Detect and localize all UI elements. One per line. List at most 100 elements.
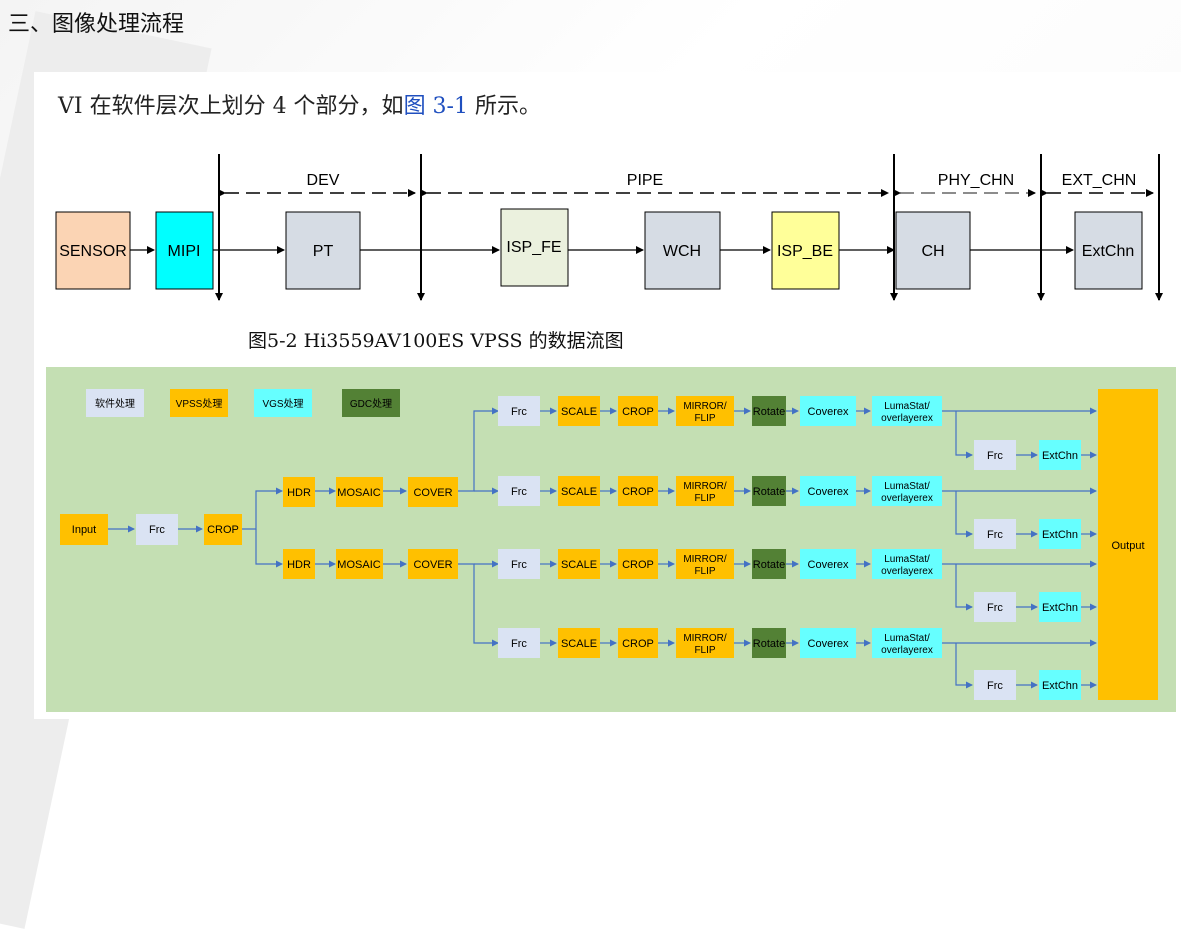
- ch-block: [895, 211, 971, 290]
- frc-label: Frc: [511, 559, 527, 571]
- coverex-label: Coverex: [808, 638, 849, 650]
- extchn-block: [1074, 211, 1143, 290]
- mirror-flip-label-line1: MIRROR/: [683, 633, 727, 644]
- isp-be-block: [771, 211, 840, 290]
- frc-label: Frc: [987, 680, 1003, 692]
- crop-label: CROP: [207, 524, 239, 536]
- output-block: [1098, 389, 1158, 700]
- scale-block: [558, 549, 600, 579]
- scale-block: [558, 396, 600, 426]
- crop-block: [618, 476, 658, 506]
- crop-label: CROP: [622, 406, 654, 418]
- figure-caption: 图5-2 Hi3559AV100ES VPSS 的数据流图: [248, 330, 624, 352]
- pt-block: [285, 211, 361, 290]
- extchn-label: ExtChn: [1042, 680, 1078, 692]
- scale-block: [558, 628, 600, 658]
- legend-vgs-swatch: [254, 389, 312, 417]
- legend-software: 软件处理: [95, 397, 135, 410]
- mirror-flip-label-line1: MIRROR/: [683, 481, 727, 492]
- frc-block: [136, 514, 178, 545]
- lumastat-block: [872, 396, 942, 426]
- mosaic-block: [336, 477, 383, 507]
- frc-label: Frc: [987, 529, 1003, 541]
- intro-suffix: 所示。: [467, 94, 541, 119]
- lumastat-block: [872, 628, 942, 658]
- intro-text: VI 在软件层次上划分 4 个部分，如图 3-1 所示。: [58, 88, 541, 120]
- mipi-label: MIPI: [168, 243, 201, 260]
- extchn-block: [1039, 592, 1081, 622]
- output-label: Output: [1111, 540, 1144, 552]
- frc-block: [974, 519, 1016, 549]
- rotate-label: Rotate: [753, 559, 785, 571]
- wch-block: [644, 211, 721, 290]
- lumastat-label-line1: LumaStat/: [884, 633, 930, 644]
- isp-fe-label: ISP_FE: [506, 239, 561, 256]
- lumastat-label-line2: overlayerex: [881, 645, 933, 656]
- frc-block: [974, 440, 1016, 470]
- extchn-label: ExtChn: [1042, 529, 1078, 541]
- mipi-block: [155, 211, 214, 290]
- mirror-flip-label-line2: FLIP: [694, 493, 715, 504]
- scale-block: [558, 476, 600, 506]
- lumastat-label-line2: overlayerex: [881, 413, 933, 424]
- frc-label: Frc: [511, 486, 527, 498]
- rotate-label: Rotate: [753, 406, 785, 418]
- frc-label: Frc: [987, 450, 1003, 462]
- coverex-label: Coverex: [808, 406, 849, 418]
- frc-block: [974, 592, 1016, 622]
- legend-vpss: VPSS处理: [176, 398, 223, 410]
- cover-label: COVER: [413, 487, 452, 499]
- mirror-flip-label-line2: FLIP: [694, 645, 715, 656]
- lumastat-label-line2: overlayerex: [881, 493, 933, 504]
- sensor-label: SENSOR: [59, 243, 127, 260]
- ch-label: CH: [921, 243, 944, 260]
- rotate-block: [752, 628, 786, 658]
- lumastat-label-line1: LumaStat/: [884, 401, 930, 412]
- coverex-label: Coverex: [808, 559, 849, 571]
- section-title: 三、图像处理流程: [8, 12, 185, 37]
- lumastat-block: [872, 476, 942, 506]
- document-page: VI 在软件层次上划分 4 个部分，如图 3-1 所示。 DEV PIPE PH…: [34, 72, 1181, 719]
- crop-block: [618, 628, 658, 658]
- coverex-block: [800, 396, 856, 426]
- frc-block: [498, 476, 540, 506]
- rotate-label: Rotate: [753, 638, 785, 650]
- rotate-block: [752, 549, 786, 579]
- lumastat-label-line1: LumaStat/: [884, 481, 930, 492]
- scale-label: SCALE: [561, 406, 597, 418]
- rotate-block: [752, 476, 786, 506]
- lumastat-block: [872, 549, 942, 579]
- hdr-block: [283, 549, 315, 579]
- frc-label: Frc: [987, 602, 1003, 614]
- mirror-flip-block: [676, 396, 734, 426]
- mosaic-label: MOSAIC: [337, 487, 380, 499]
- figure-link[interactable]: 图 3-1: [403, 94, 468, 119]
- vi-layer-diagram: DEV PIPE PHY_CHN EXT_CHN SENSOR MIPI: [55, 154, 1163, 301]
- isp-be-label: ISP_BE: [777, 243, 833, 260]
- mosaic-block: [336, 549, 383, 579]
- input-block: [60, 514, 108, 545]
- crop-label: CROP: [622, 486, 654, 498]
- isp-fe-block: [500, 208, 569, 287]
- intro-prefix: VI 在软件层次上划分 4 个部分，如: [58, 94, 404, 119]
- frc-block: [498, 628, 540, 658]
- extchn-block: [1039, 440, 1081, 470]
- scale-label: SCALE: [561, 559, 597, 571]
- input-label: Input: [72, 524, 96, 536]
- crop-label: CROP: [622, 559, 654, 571]
- rotate-block: [752, 396, 786, 426]
- extchn-label: ExtChn: [1082, 243, 1134, 260]
- crop-block: [204, 514, 242, 545]
- mirror-flip-block: [676, 549, 734, 579]
- legend-vpss-swatch: [170, 389, 228, 417]
- layer-label-pipe: PIPE: [627, 172, 663, 189]
- legend: 软件处理 VPSS处理 VGS处理 GDC处理: [86, 389, 400, 417]
- crop-block: [618, 549, 658, 579]
- hdr-block: [283, 477, 315, 507]
- legend-vgs: VGS处理: [262, 398, 303, 410]
- cover-block: [408, 477, 458, 507]
- frc-label: Frc: [149, 524, 165, 536]
- scale-label: SCALE: [561, 638, 597, 650]
- pt-label: PT: [313, 243, 334, 260]
- hdr-label: HDR: [287, 559, 311, 571]
